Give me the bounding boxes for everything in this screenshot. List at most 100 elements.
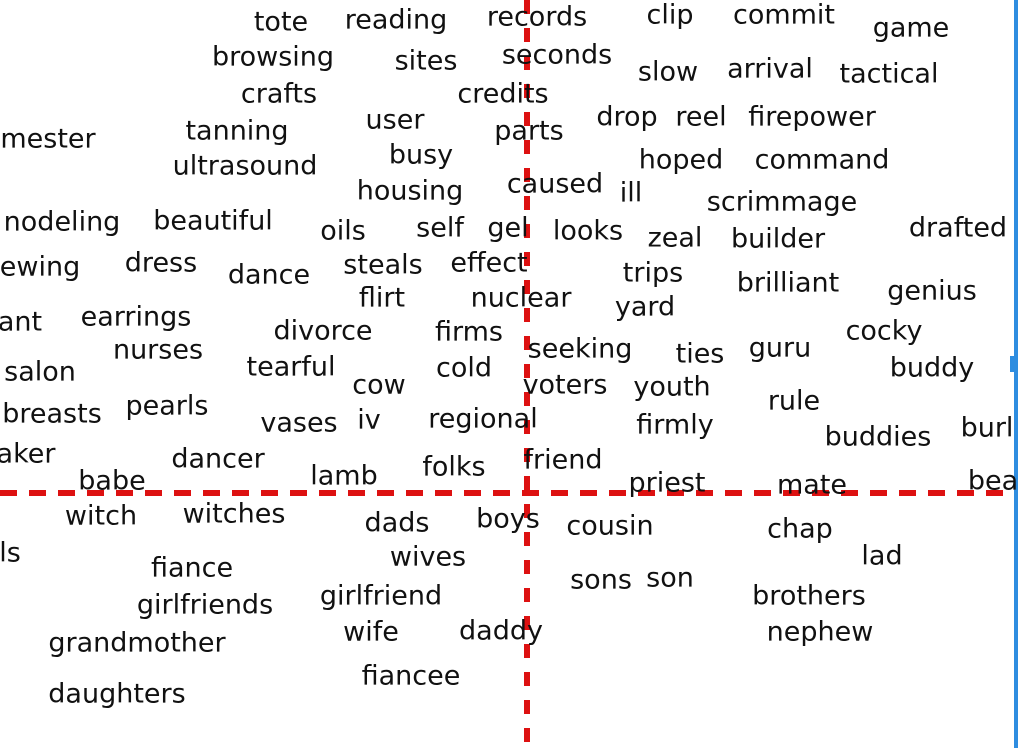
word-burl: burl (960, 412, 1014, 444)
word-busy: busy (388, 139, 454, 171)
word-wife: wife (343, 616, 399, 648)
word-firepower: firepower (748, 101, 876, 133)
word-mate: mate (776, 469, 848, 501)
word-witch: witch (64, 500, 138, 532)
word-witches: witches (182, 498, 286, 530)
word-caused: caused (506, 168, 604, 200)
word-babe: babe (78, 465, 146, 497)
word-oils: oils (320, 215, 366, 247)
word-fiance: fiance (150, 552, 234, 584)
word-effect: effect (450, 247, 528, 279)
word-girlfriends: girlfriends (136, 589, 274, 621)
word-ewing: ewing (0, 251, 81, 283)
word-iv: iv (357, 404, 381, 436)
word-aker: aker (0, 438, 56, 470)
word-rule: rule (767, 385, 821, 417)
word-cousin: cousin (566, 510, 654, 542)
word-boys: boys (476, 503, 540, 535)
word-commit: commit (732, 0, 836, 31)
word-breasts: breasts (2, 398, 102, 430)
word-clip: clip (646, 0, 694, 31)
word-guru: guru (748, 332, 812, 364)
word-user: user (365, 104, 425, 136)
word-drop: drop (596, 101, 658, 133)
word-brilliant: brilliant (736, 267, 840, 299)
word-sites: sites (394, 45, 458, 77)
word-trips: trips (622, 257, 684, 289)
word-genius: genius (887, 275, 977, 307)
word-zeal: zeal (647, 222, 703, 254)
word-arrival: arrival (727, 53, 813, 85)
word-builder: builder (730, 223, 826, 255)
word-browsing: browsing (211, 41, 335, 73)
word-yard: yard (614, 291, 676, 323)
word-ill: ill (619, 177, 643, 209)
word-tearful: tearful (246, 351, 336, 383)
word-grandmother: grandmother (48, 627, 226, 659)
word-regional: regional (428, 403, 538, 435)
word-priest: priest (628, 467, 706, 499)
word-fiancee: fiancee (361, 660, 461, 692)
word-dads: dads (364, 507, 430, 539)
word-daddy: daddy (459, 615, 543, 647)
word-dancer: dancer (171, 443, 265, 475)
word-steals: steals (343, 249, 423, 281)
word-firms: firms (434, 316, 504, 348)
word-daughters: daughters (48, 678, 186, 710)
word-earrings: earrings (80, 301, 192, 333)
word-mester: mester (0, 123, 96, 155)
word-flirt: flirt (358, 282, 406, 314)
word-cold: cold (435, 352, 493, 384)
word-reel: reel (675, 101, 727, 133)
word-brothers: brothers (752, 580, 866, 612)
word-seeking: seeking (527, 333, 633, 365)
word-command: command (754, 144, 890, 176)
word-nurses: nurses (112, 334, 204, 366)
word-seconds: seconds (501, 39, 613, 71)
word-pearls: pearls (125, 390, 209, 422)
word-looks: looks (552, 215, 624, 247)
word-friend: friend (523, 444, 603, 476)
word-gel: gel (487, 212, 529, 244)
word-records: records (486, 1, 588, 33)
word-ant: ant (0, 306, 43, 338)
word-scrimmage: scrimmage (706, 186, 858, 218)
word-crafts: crafts (240, 78, 318, 110)
word-slow: slow (637, 56, 699, 88)
word-dress: dress (124, 247, 198, 279)
word-reading: reading (344, 4, 448, 36)
word-vases: vases (260, 407, 338, 439)
word-tanning: tanning (185, 115, 289, 147)
word-drafted: drafted (908, 212, 1008, 244)
word-tactical: tactical (839, 58, 939, 90)
word-ties: ties (675, 338, 725, 370)
word-parts: parts (494, 115, 564, 147)
word-firmly: firmly (636, 409, 714, 441)
word-sons: sons (570, 564, 632, 596)
word-dance: dance (227, 259, 311, 291)
word-buddy: buddy (889, 352, 975, 384)
word-bea: bea (967, 465, 1018, 497)
word-folks: folks (422, 451, 486, 483)
word-son: son (646, 562, 694, 594)
word-voters: voters (522, 369, 608, 401)
word-nodeling: nodeling (3, 206, 121, 238)
word-lamb: lamb (310, 460, 378, 492)
word-ls: ls (0, 537, 21, 569)
word-credits: credits (457, 78, 549, 110)
word-ultrasound: ultrasound (172, 150, 318, 182)
word-divorce: divorce (273, 315, 373, 347)
word-hoped: hoped (638, 144, 724, 176)
word-cow: cow (352, 369, 406, 401)
word-tote: tote (253, 6, 309, 38)
word-salon: salon (4, 356, 76, 388)
word-girlfriend: girlfriend (319, 580, 443, 612)
word-game: game (872, 12, 950, 44)
word-wives: wives (389, 541, 467, 573)
right-edge-bar (1014, 0, 1018, 748)
word-nephew: nephew (766, 616, 874, 648)
word-lad: lad (861, 540, 903, 572)
word-buddies: buddies (824, 421, 932, 453)
word-nuclear: nuclear (470, 282, 572, 314)
